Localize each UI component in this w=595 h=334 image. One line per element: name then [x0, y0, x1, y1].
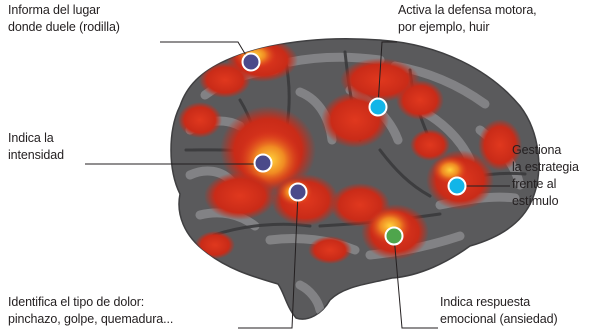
label-intensity-line-2: intensidad [8, 147, 64, 164]
label-emotion-line-1: Indica respuesta [440, 294, 558, 311]
marker-strategy [449, 178, 466, 195]
marker-type [290, 184, 307, 201]
label-motor: Activa la defensa motora, por ejemplo, h… [398, 2, 537, 36]
label-strategy: Gestiona la estrategia frente al estímul… [512, 142, 579, 210]
label-intensity-line-1: Indica la [8, 130, 64, 147]
label-motor-line-1: Activa la defensa motora, [398, 2, 537, 19]
label-location-line-2: donde duele (rodilla) [8, 19, 120, 36]
label-strategy-line-3: frente al [512, 176, 579, 193]
brain [171, 38, 539, 319]
label-motor-line-2: por ejemplo, huir [398, 19, 537, 36]
marker-location [243, 54, 260, 71]
label-strategy-line-2: la estrategia [512, 159, 579, 176]
marker-motor [370, 99, 387, 116]
label-location-line-1: Informa del lugar [8, 2, 120, 19]
label-type-line-1: Identifica el tipo de dolor: [8, 294, 173, 311]
label-strategy-line-4: estímulo [512, 193, 579, 210]
label-strategy-line-1: Gestiona [512, 142, 579, 159]
marker-emotion [386, 228, 403, 245]
label-emotion-line-2: emocional (ansiedad) [440, 311, 558, 328]
marker-intensity [255, 155, 272, 172]
label-location: Informa del lugar donde duele (rodilla) [8, 2, 120, 36]
label-intensity: Indica la intensidad [8, 130, 64, 164]
label-type-line-2: pinchazo, golpe, quemadura... [8, 311, 173, 328]
label-emotion: Indica respuesta emocional (ansiedad) [440, 294, 558, 328]
label-type: Identifica el tipo de dolor: pinchazo, g… [8, 294, 173, 328]
